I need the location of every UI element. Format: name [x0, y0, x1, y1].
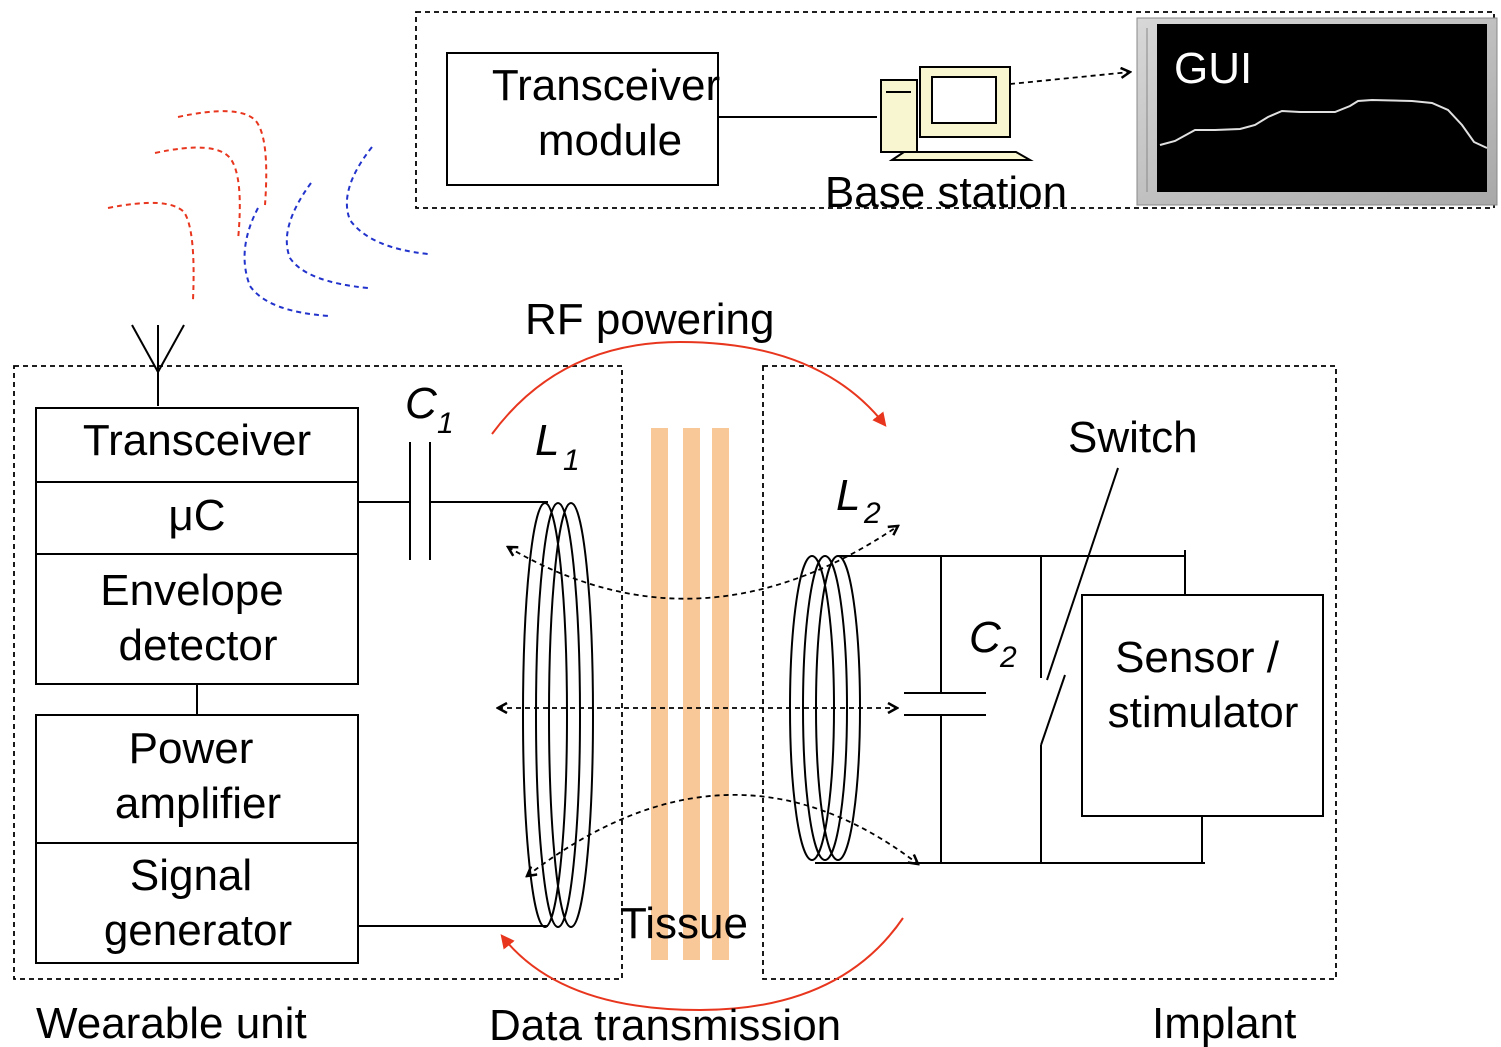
envelope-detector-label-line1: Envelope	[100, 566, 283, 615]
wearable-unit-boundary	[13, 365, 623, 980]
magnetic-coupling-lines	[498, 526, 918, 876]
l2-subscript: 2	[863, 497, 881, 530]
capacitor-c1	[358, 442, 548, 560]
l1-subscript: 1	[563, 444, 580, 477]
sensor-stimulator-label-line2: stimulator	[1108, 688, 1299, 737]
switch-label: Switch	[1068, 413, 1198, 462]
switch-pointer-line	[1046, 467, 1119, 681]
data-transmission-label: Data transmission	[489, 1001, 841, 1047]
envelope-detector-box	[35, 553, 359, 685]
computer-to-gui-arrow	[1009, 72, 1130, 85]
transceiver-label: Transceiver	[83, 416, 311, 465]
sensor-stimulator-label-line1: Sensor /	[1115, 633, 1280, 682]
power-amplifier-label-line2: amplifier	[115, 779, 281, 828]
base-station-region: Transceiver module Base station GUI	[415, 11, 1498, 217]
signal-generator-box	[35, 842, 359, 964]
transceiver-box	[35, 407, 359, 483]
coil-l1	[358, 502, 594, 928]
c1-label: C	[405, 379, 438, 428]
computer-icon	[880, 66, 1034, 161]
c1-subscript: 1	[437, 407, 454, 440]
gui-screenshot	[1136, 17, 1498, 206]
envelope-detector-label-line2: detector	[119, 621, 278, 670]
wearable-unit-region: Transceiver μC Envelope detector Power a…	[13, 365, 623, 1047]
transceiver-module-label-line2: module	[538, 116, 682, 165]
signal-generator-label-line1: Signal	[130, 851, 252, 900]
signal-generator-label-line2: generator	[104, 906, 292, 955]
implant-label: Implant	[1152, 999, 1296, 1047]
transceiver-module-label-line1: Transceiver	[492, 61, 720, 110]
base-station-boundary	[415, 11, 1495, 209]
implant-boundary	[762, 365, 1337, 980]
base-station-label: Base station	[825, 168, 1067, 217]
tissue-label: Tissue	[620, 899, 748, 948]
l2-label: L	[836, 471, 860, 520]
wearable-unit-label: Wearable unit	[36, 999, 307, 1047]
power-amplifier-box	[35, 714, 359, 844]
sensor-stimulator-box	[1081, 594, 1324, 817]
c2-subscript: 2	[999, 641, 1017, 674]
microcontroller-box	[35, 481, 359, 555]
radio-waves-icon	[107, 110, 429, 317]
implant-region: L 2 C 2 Switch Sensor / stimulator Impla…	[762, 365, 1337, 1047]
microcontroller-label: μC	[168, 491, 225, 540]
rf-powering-arrow	[491, 340, 887, 435]
tissue-layers	[651, 428, 729, 960]
c2-label: C	[969, 613, 1002, 662]
data-transmission-arrow	[500, 917, 904, 1012]
rf-powering-label: RF powering	[525, 295, 774, 344]
transceiver-module-box	[446, 52, 719, 186]
l1-label: L	[535, 416, 559, 465]
gui-label: GUI	[1174, 44, 1252, 93]
power-amplifier-label-line1: Power	[129, 724, 254, 773]
